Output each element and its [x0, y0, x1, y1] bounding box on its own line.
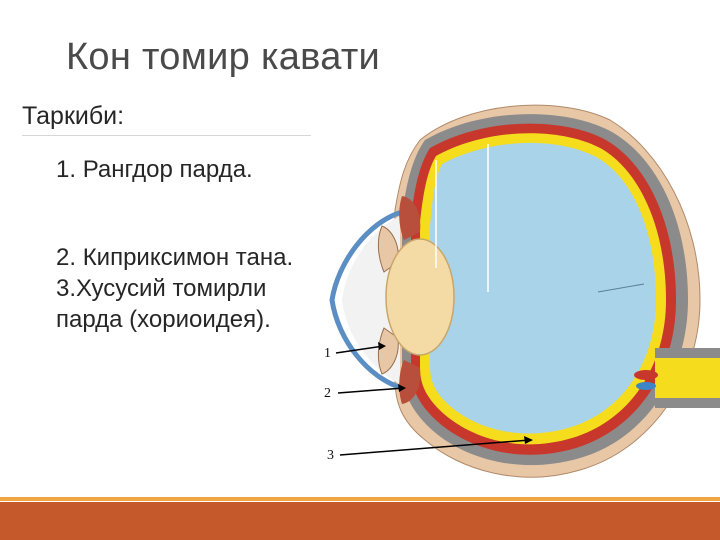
callout-arrow-1	[335, 345, 385, 354]
list-item-number: 2.	[56, 244, 77, 271]
footer-bar	[0, 502, 720, 540]
callout-arrowhead-2	[398, 384, 406, 392]
footer-accent-stripe	[0, 497, 720, 501]
optic-vessel-blue	[636, 382, 656, 390]
optic-vessel	[634, 370, 658, 380]
indicator-line	[597, 283, 645, 293]
callout-label-3: 3	[327, 448, 334, 463]
list-item-number: 1.	[56, 156, 77, 183]
lens	[385, 238, 455, 356]
vitreous-body	[430, 142, 656, 434]
ciliary-body-upper	[399, 196, 421, 240]
iris-lower	[377, 327, 399, 375]
callout-arrow-3	[339, 439, 531, 456]
slide-title: Кон томир кавати	[66, 36, 381, 78]
ciliary-body-lower	[399, 360, 421, 404]
eye-cross-section-diagram: 1 2 3	[324, 104, 720, 478]
list-item-ciliary-body: 2. Киприксимон тана. 3.Хусусий томирли п…	[56, 242, 306, 335]
callout-label-1: 1	[324, 346, 331, 361]
callout-arrowhead-1	[378, 342, 386, 350]
cornea	[329, 209, 403, 391]
list-item-text: Киприксимон тана. 3.Хусусий томирли пард…	[56, 244, 294, 333]
subtitle-divider	[22, 135, 311, 136]
list-item-text: Рангдор парда.	[82, 156, 253, 183]
callout-arrowhead-3	[524, 436, 533, 444]
callout-label-2: 2	[324, 386, 331, 401]
subtitle: Таркиби:	[22, 102, 125, 130]
list-item-iris: 1. Рангдор парда.	[56, 154, 306, 185]
callout-arrow-2	[337, 387, 405, 394]
optic-nerve	[655, 358, 720, 398]
